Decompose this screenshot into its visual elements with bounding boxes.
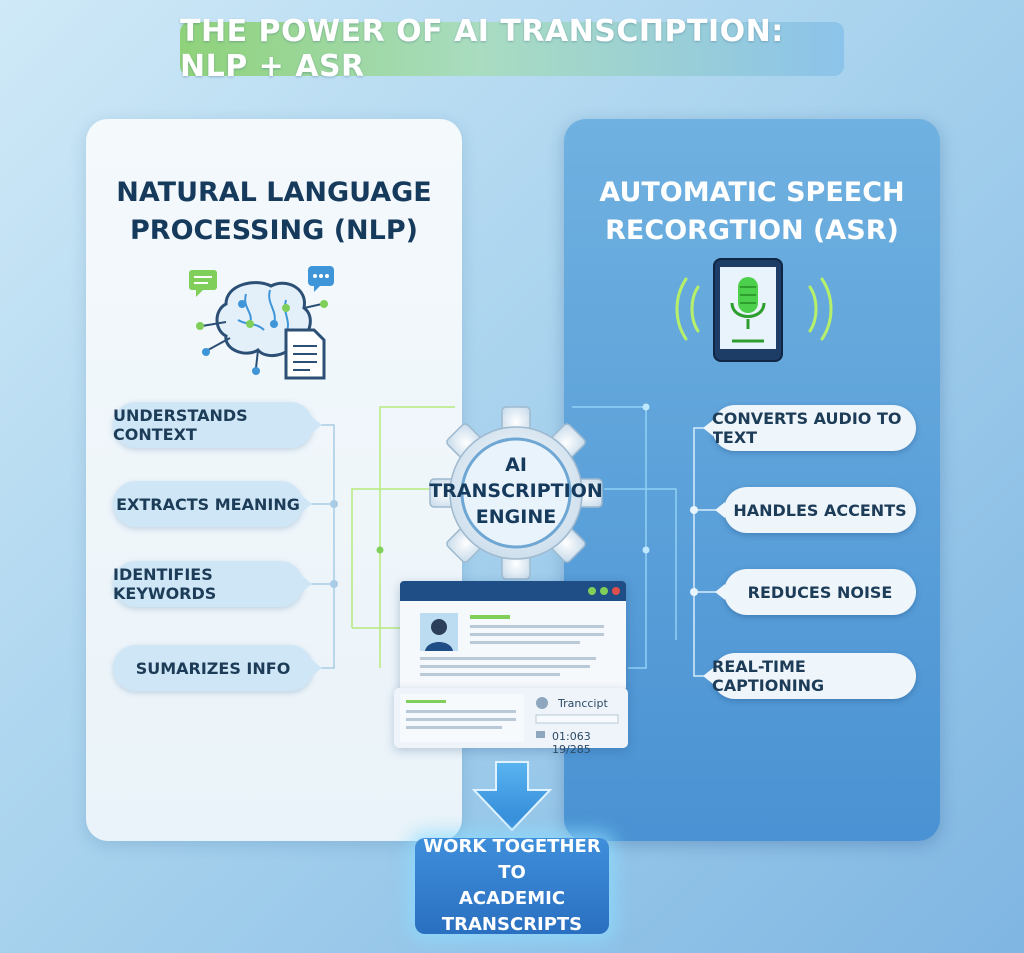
asr-item-label: REDUCES NOISE — [747, 582, 893, 602]
asr-item-handles-accents: HANDLES ACCENTS — [715, 487, 916, 533]
down-arrow-icon — [472, 761, 552, 832]
engine-label: AI TRANSCRIPTION ENGINE — [429, 454, 603, 528]
transcript-card: Tranccipt 01:063 19/285 — [394, 688, 628, 756]
transcript-meta: 01:063 19/285 — [552, 730, 591, 756]
result-box: WORK TOGETHER TO ACADEMIC TRANSCRIPTS — [415, 836, 609, 935]
asr-item-label: HANDLES ACCENTS — [733, 500, 907, 520]
asr-item-label: REAL-TIME CAPTIONING — [712, 657, 825, 695]
nlp-item-label: EXTRACTS MEANING — [116, 494, 300, 514]
gear-icon — [428, 405, 604, 581]
nlp-item-identifies-keywords: IDENTIFIES KEYWORDS — [113, 561, 312, 607]
nlp-item-sumarizes-info: SUMARIZES INFO — [113, 645, 322, 691]
chat-bubble-icon — [189, 270, 217, 290]
asr-item-converts-audio: CONVERTS AUDIO TO TEXT — [703, 405, 916, 451]
title-banner: THE POWER OF AI TRANSCПPTION: NLP + ASR — [180, 14, 844, 84]
transcript-window — [400, 581, 626, 691]
sound-wave-icon — [675, 277, 833, 341]
asr-title: AUTOMATIC SPEECH RECORGTION (ASR) — [599, 177, 905, 246]
user-avatar-icon — [420, 613, 458, 651]
page-title: THE POWER OF AI TRANSCПPTION: NLP + ASR — [180, 14, 784, 84]
asr-item-reduces-noise: REDUCES NOISE — [715, 569, 916, 615]
nlp-title: NATURAL LANGUAGE PROCESSING (NLP) — [116, 177, 432, 246]
nlp-item-label: SUMARIZES INFO — [135, 658, 291, 678]
nlp-item-extracts-meaning: EXTRACTS MEANING — [113, 481, 312, 527]
document-icon — [284, 328, 326, 380]
nlp-item-understands-context: UNDERSTANDS CONTEXT — [113, 402, 322, 448]
nlp-item-label: IDENTIFIES KEYWORDS — [113, 565, 217, 603]
brain-network-icon — [189, 266, 334, 380]
asr-item-real-time-captioning: REAL-TIME CAPTIONING — [703, 653, 916, 699]
asr-item-label: CONVERTS AUDIO TO TEXT — [712, 409, 902, 447]
asr-panel: AUTOMATIC SPEECH RECORGTION (ASR) — [564, 119, 940, 841]
nlp-item-label: UNDERSTANDS CONTEXT — [113, 406, 248, 444]
window-titlebar — [400, 581, 626, 601]
phone-microphone-icon — [675, 258, 833, 362]
transcript-label: Tranccipt — [558, 697, 608, 710]
result-label: WORK TOGETHER TO ACADEMIC TRANSCRIPTS — [423, 836, 601, 935]
